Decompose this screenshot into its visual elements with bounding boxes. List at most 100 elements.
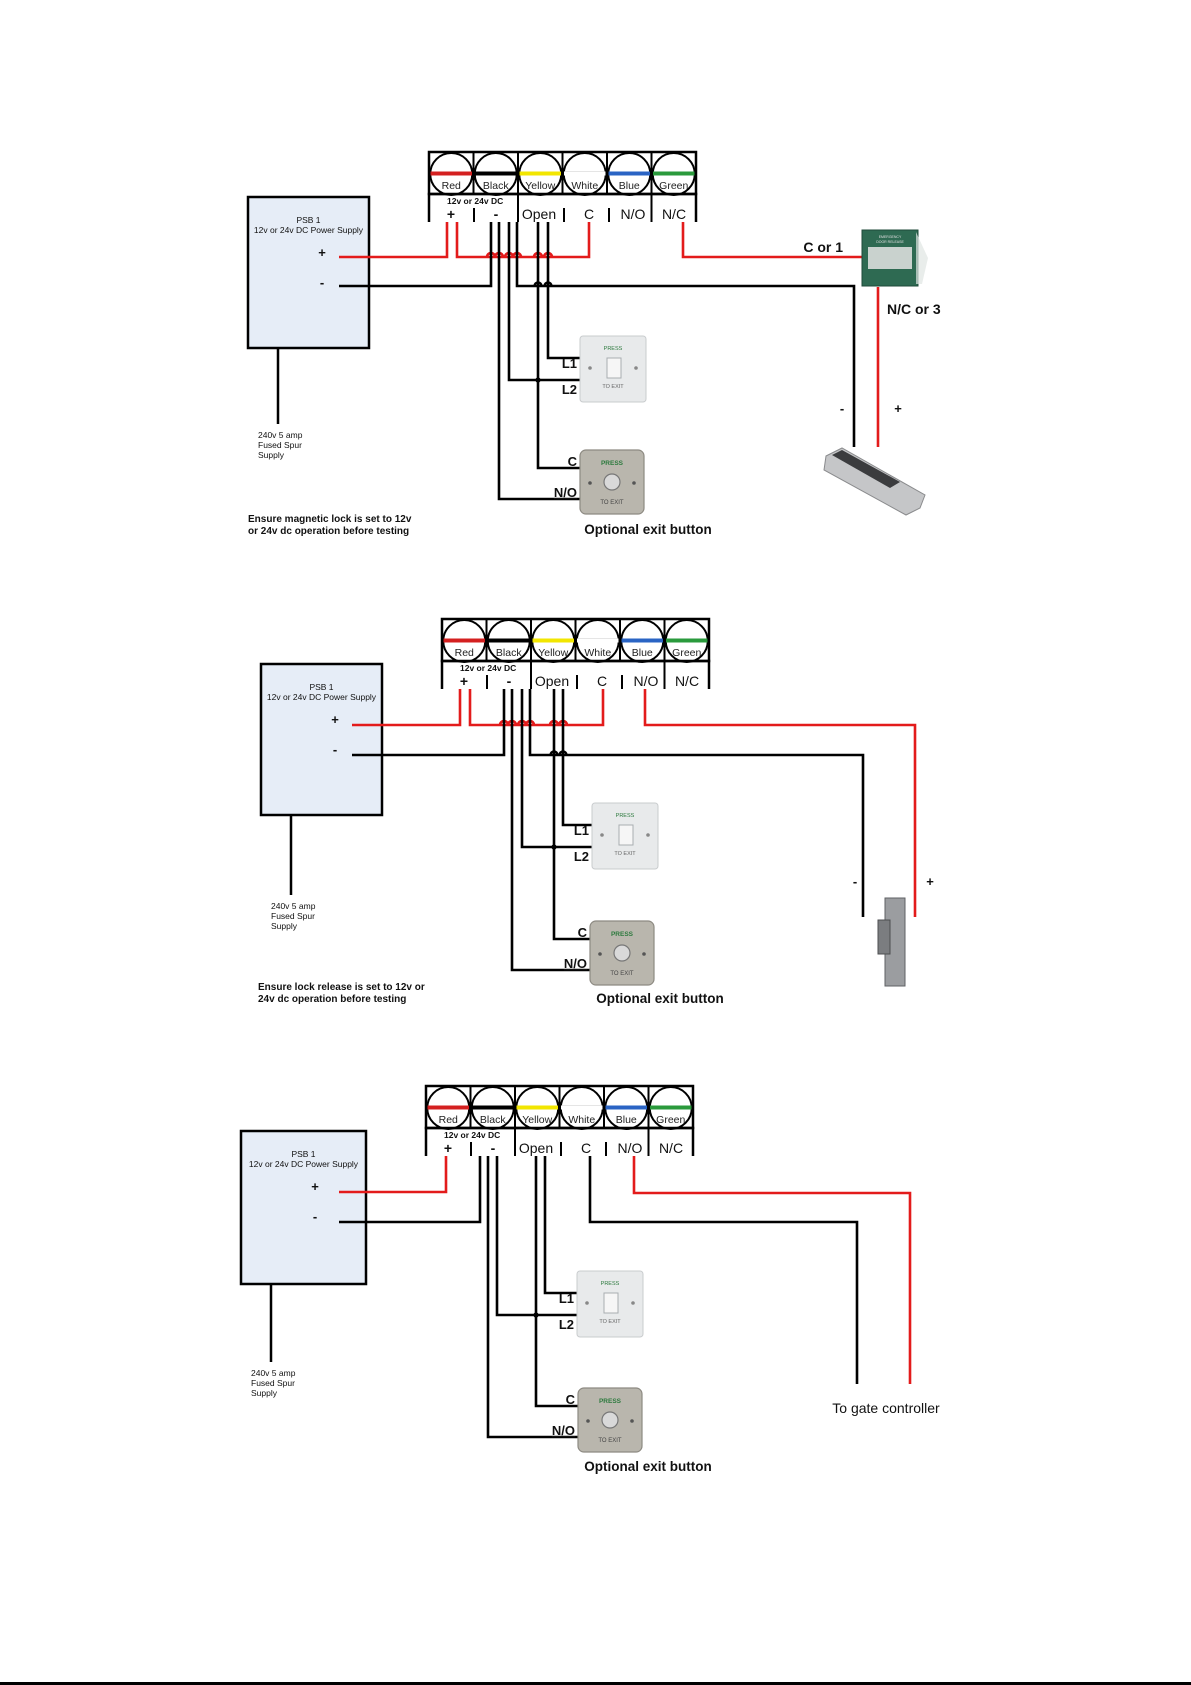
psu-plus-terminal: + — [331, 712, 339, 727]
terminal-cell-red: Red — [429, 152, 474, 196]
maglock-minus-label: - — [840, 401, 844, 416]
electric-strike — [877, 897, 906, 987]
label-nc-or-3: N/C or 3 — [887, 301, 941, 317]
push-button-icon — [603, 473, 621, 491]
psu-name: PSB 1 — [296, 215, 320, 225]
gate-controller-label: To gate controller — [832, 1400, 940, 1416]
wire-color-stripe — [430, 171, 472, 176]
junction-dot — [551, 844, 557, 850]
wire-color-stripe — [577, 638, 619, 643]
wire-color-label: Blue — [616, 1114, 637, 1126]
terminal-cell-black: Black — [485, 619, 531, 663]
switch-exit-text: TO EXIT — [602, 384, 624, 390]
wire-negative-to-lock — [515, 222, 856, 447]
optional-exit-button-caption: Optional exit button — [584, 522, 712, 537]
label-l1: L1 — [574, 823, 589, 838]
wire-color-stripe — [475, 171, 517, 176]
screw-icon — [588, 366, 592, 370]
wire-color-label: Yellow — [538, 647, 568, 659]
push-button-icon — [613, 944, 631, 962]
wire-no-to-lock-positive — [643, 689, 917, 917]
label-l2: L2 — [574, 849, 589, 864]
terminal-plus: + — [444, 1140, 452, 1156]
wire-color-stripe — [666, 638, 708, 643]
button-press-text: PRESS — [601, 460, 624, 467]
psu-name: PSB 1 — [309, 682, 333, 692]
psu-box — [239, 1129, 368, 1286]
terminal-c: C — [597, 673, 607, 689]
label-no: N/O — [564, 956, 587, 971]
dc-voltage-label: 12v or 24v DC — [460, 663, 516, 673]
wire-button-no — [486, 1156, 578, 1439]
strike-note-line: Ensure lock release is set to 12v or — [258, 982, 425, 993]
mains-label-line: Supply — [251, 1388, 278, 1398]
wire-color-stripe — [488, 638, 530, 643]
terminal-minus: - — [491, 1140, 496, 1156]
wire-psu-negative — [352, 689, 506, 757]
dc-voltage-label: 12v or 24v DC — [444, 1130, 500, 1140]
wire-button-no — [497, 222, 580, 501]
wire-color-label: Yellow — [525, 180, 555, 192]
psu-description: 12v or 24v DC Power Supply — [249, 1159, 359, 1169]
wire-color-label: Black — [480, 1114, 506, 1126]
wire-l1 — [546, 222, 580, 360]
exit-button-steel: PRESS TO EXIT — [579, 449, 645, 515]
psu-minus-terminal: - — [333, 742, 337, 757]
terminal-cell-green: Green — [650, 152, 696, 196]
mains-label-line: Fused Spur — [271, 911, 315, 921]
mains-label-line: Supply — [258, 450, 285, 460]
terminal-cell-blue: Blue — [606, 152, 652, 196]
terminal-lower-frame — [427, 192, 698, 222]
wire-color-label: Red — [455, 647, 474, 659]
psu-plus-terminal: + — [318, 245, 326, 260]
terminal-nc: N/C — [659, 1140, 683, 1156]
maglock-plus-label: + — [894, 401, 902, 416]
terminal-cell-red: Red — [442, 619, 487, 663]
screw-icon — [642, 952, 646, 956]
wire-l1 — [561, 689, 592, 827]
label-l2: L2 — [559, 1317, 574, 1332]
wire-psu-positive — [352, 689, 462, 727]
terminal-minus: - — [494, 206, 499, 222]
switch-press-text: PRESS — [616, 813, 635, 819]
screw-icon — [598, 952, 602, 956]
button-press-text: PRESS — [599, 1398, 622, 1405]
wire-no-to-gate — [632, 1156, 912, 1384]
screw-icon — [634, 366, 638, 370]
wire-color-stripe — [653, 171, 695, 176]
wire-positive-to-c — [455, 222, 591, 259]
label-c: C — [578, 925, 588, 940]
terminal-nc: N/C — [675, 673, 699, 689]
mains-label-line: Fused Spur — [258, 440, 302, 450]
wire-color-label: Blue — [619, 180, 640, 192]
wire-color-stripe — [621, 638, 663, 643]
wire-color-stripe — [650, 1105, 692, 1110]
psu-minus-terminal: - — [320, 275, 324, 290]
terminal-minus: - — [507, 673, 512, 689]
terminal-cell-red: Red — [426, 1086, 471, 1130]
wire-psu-positive — [339, 1156, 448, 1194]
wire-color-label: Green — [656, 1114, 685, 1126]
wire-color-label: Blue — [632, 647, 653, 659]
switch-press-text: PRESS — [604, 346, 623, 352]
terminal-open: Open — [519, 1140, 553, 1156]
psu-box — [259, 662, 384, 817]
button-exit-text: TO EXIT — [600, 500, 624, 506]
dc-voltage-label: 12v or 24v DC — [447, 196, 503, 206]
wire-l2 — [507, 222, 580, 382]
screw-icon — [646, 833, 650, 837]
maglock-face — [832, 450, 900, 488]
